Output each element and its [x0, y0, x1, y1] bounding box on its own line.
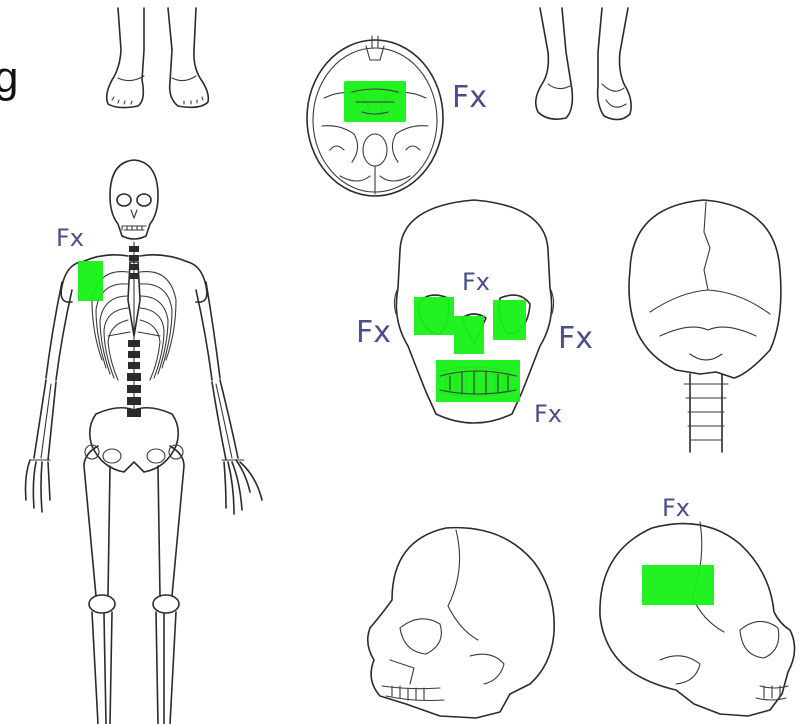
face-top-fx-label: Fx — [462, 268, 490, 296]
face-left-fx-label: Fx — [356, 315, 391, 350]
left-orbit-fracture-highlight — [414, 297, 454, 335]
shoulder-fracture-highlight — [78, 261, 103, 301]
right-orbit-fracture-highlight — [493, 300, 526, 340]
parietal-fracture-highlight — [642, 565, 714, 605]
nasal-fracture-highlight — [454, 316, 484, 354]
face-jaw-fx-label: Fx — [534, 400, 562, 428]
feet-posterior — [536, 8, 631, 120]
skull-lateral-right: Fx — [600, 494, 795, 716]
feet-anterior — [107, 8, 209, 108]
skeleton-shoulder-fx-label: Fx — [56, 224, 84, 252]
cranial-base-view: Fx — [307, 36, 487, 196]
lateral-skull-fx-label: Fx — [662, 494, 690, 522]
cranial-base-fx-label: Fx — [452, 80, 487, 115]
skull-lateral-left — [368, 528, 554, 718]
skull-frontal-view: Fx Fx Fx Fx — [356, 200, 593, 428]
full-skeleton: Fx — [26, 160, 263, 724]
skull-posterior-view — [629, 200, 781, 452]
mandible-fracture-highlight — [436, 360, 520, 402]
cropped-edge-letter: g — [0, 53, 18, 102]
face-right-fx-label: Fx — [558, 321, 593, 356]
